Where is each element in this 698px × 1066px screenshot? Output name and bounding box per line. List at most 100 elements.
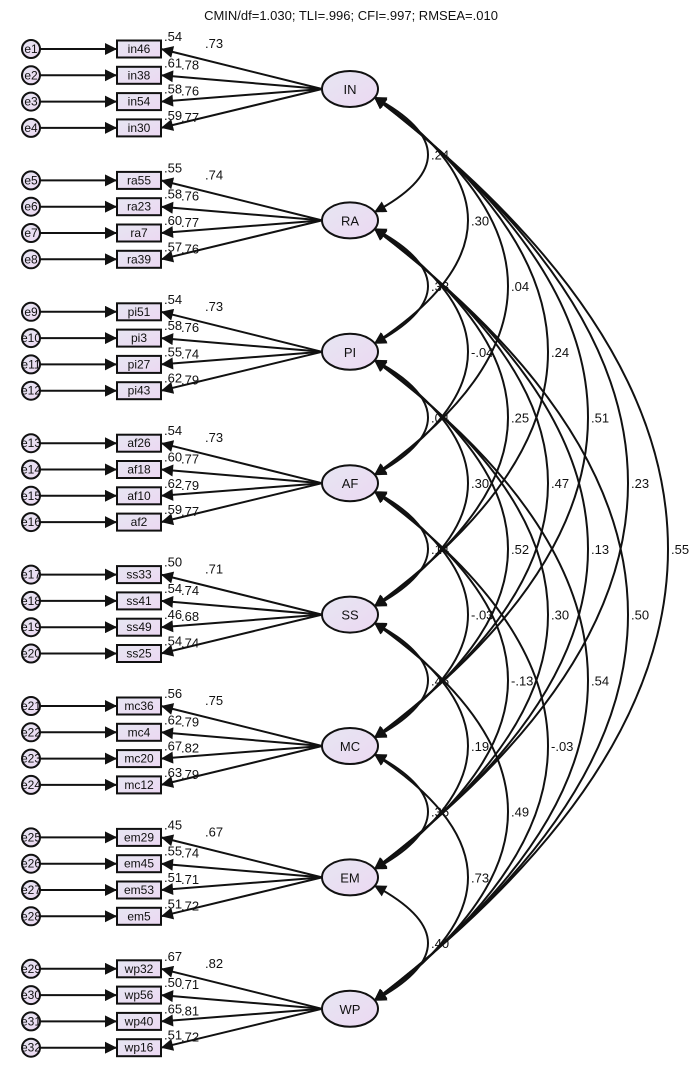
loading-path-em45 (160, 858, 323, 879)
error-term-e24[interactable]: e24 (21, 774, 41, 795)
observed-variable-in30[interactable]: in30 (116, 118, 162, 138)
error-term-e30[interactable]: e30 (21, 985, 41, 1006)
observed-variable-in46[interactable]: in46 (116, 39, 162, 59)
error-term-e10[interactable]: e10 (21, 328, 41, 349)
loading-label: .74 (181, 583, 199, 598)
loading-label: .75 (205, 693, 223, 708)
error-term-e28[interactable]: e28 (21, 906, 41, 927)
loading-label: .82 (205, 956, 223, 971)
latent-factor-pi[interactable]: PI (321, 332, 379, 371)
observed-variable-af26[interactable]: af26 (116, 433, 162, 453)
observed-variable-pi27[interactable]: pi27 (116, 354, 162, 374)
loading-path-em53 (160, 876, 323, 896)
error-term-e8[interactable]: e8 (21, 249, 41, 270)
latent-factor-af[interactable]: AF (321, 464, 379, 503)
observed-variable-mc4[interactable]: mc4 (116, 722, 162, 742)
error-term-e21[interactable]: e21 (21, 696, 41, 716)
observed-variable-ss49[interactable]: ss49 (116, 617, 162, 637)
error-term-e31[interactable]: e31 (21, 1011, 41, 1032)
loading-label: .74 (181, 846, 199, 861)
error-label: e18 (21, 594, 41, 608)
error-term-e20[interactable]: e20 (21, 643, 41, 664)
error-term-e25[interactable]: e25 (21, 827, 41, 848)
observed-variable-ra7[interactable]: ra7 (116, 223, 162, 243)
correlation-label: .49 (511, 805, 529, 820)
error-term-e13[interactable]: e13 (21, 433, 41, 454)
error-term-e23[interactable]: e23 (21, 748, 41, 769)
observed-variable-wp16[interactable]: wp16 (116, 1038, 162, 1058)
error-term-e22[interactable]: e22 (21, 722, 41, 743)
error-term-e1[interactable]: e1 (21, 39, 41, 59)
error-term-e18[interactable]: e18 (21, 590, 41, 611)
observed-variable-mc12[interactable]: mc12 (116, 775, 162, 795)
latent-factor-em[interactable]: EM (321, 858, 379, 897)
error-term-e16[interactable]: e16 (21, 512, 41, 533)
observed-variable-em45[interactable]: em45 (116, 854, 162, 874)
error-term-e17[interactable]: e17 (21, 564, 41, 585)
observed-variable-ra55[interactable]: ra55 (116, 170, 162, 190)
observed-variable-wp40[interactable]: wp40 (116, 1011, 162, 1031)
loading-layer (40, 43, 323, 1054)
observed-variable-pi43[interactable]: pi43 (116, 381, 162, 401)
observed-variable-em53[interactable]: em53 (116, 880, 162, 900)
error-circle (21, 196, 41, 217)
r-squared-label: .58 (164, 187, 182, 202)
error-term-e26[interactable]: e26 (21, 853, 41, 874)
error-term-e14[interactable]: e14 (21, 459, 41, 480)
error-term-e15[interactable]: e15 (21, 485, 41, 506)
latent-factor-wp[interactable]: WP (321, 989, 379, 1028)
error-term-e9[interactable]: e9 (21, 301, 41, 322)
error-term-e32[interactable]: e32 (21, 1037, 41, 1058)
observed-variable-pi51[interactable]: pi51 (116, 302, 162, 322)
error-term-e3[interactable]: e3 (21, 91, 41, 112)
error-term-e29[interactable]: e29 (21, 958, 41, 979)
observed-variable-label: af18 (127, 463, 151, 477)
error-term-e11[interactable]: e11 (21, 354, 41, 375)
latent-factor-mc[interactable]: MC (321, 727, 379, 765)
observed-variable-mc36[interactable]: mc36 (116, 696, 162, 716)
observed-variable-ra23[interactable]: ra23 (116, 197, 162, 217)
r-squared-label: .45 (164, 817, 182, 832)
observed-variable-box (116, 170, 162, 190)
error-term-e27[interactable]: e27 (21, 880, 41, 900)
observed-variable-ss41[interactable]: ss41 (116, 591, 162, 611)
correlation-layer (373, 96, 669, 1002)
observed-variable-in54[interactable]: in54 (116, 92, 162, 112)
error-term-e12[interactable]: e12 (21, 380, 41, 401)
observed-variable-mc20[interactable]: mc20 (116, 749, 162, 769)
loading-path-in46 (160, 46, 323, 90)
correlation-arc-ss-mc (373, 621, 429, 739)
observed-variable-wp56[interactable]: wp56 (116, 985, 162, 1005)
latent-factor-ellipse (321, 201, 379, 240)
observed-variable-pi3[interactable]: pi3 (116, 328, 162, 348)
r-squared-label: .62 (164, 476, 182, 491)
observed-variable-box (116, 328, 162, 348)
loading-label: .79 (181, 478, 199, 493)
observed-variable-af10[interactable]: af10 (116, 486, 162, 506)
observed-variable-af18[interactable]: af18 (116, 460, 162, 479)
error-term-e5[interactable]: e5 (21, 170, 41, 191)
error-term-e2[interactable]: e2 (21, 65, 41, 86)
observed-variable-af2[interactable]: af2 (116, 512, 162, 532)
error-term-e6[interactable]: e6 (21, 196, 41, 217)
observed-variable-label: em5 (127, 909, 151, 923)
observed-variable-em5[interactable]: em5 (116, 906, 162, 926)
observed-variable-label: in46 (128, 42, 151, 56)
loading-label: .71 (181, 872, 199, 887)
error-term-e19[interactable]: e19 (21, 617, 41, 638)
observed-variable-em29[interactable]: em29 (116, 827, 162, 847)
latent-factor-in[interactable]: IN (321, 70, 379, 108)
correlation-label: -.03 (551, 739, 573, 754)
observed-variable-box (116, 302, 162, 322)
error-term-e7[interactable]: e7 (21, 223, 41, 243)
error-term-e4[interactable]: e4 (21, 117, 41, 138)
latent-factor-ra[interactable]: RA (321, 201, 379, 240)
observed-variable-ss33[interactable]: ss33 (116, 565, 162, 585)
error-circle (21, 301, 41, 322)
observed-variable-in38[interactable]: in38 (116, 65, 162, 85)
latent-factor-ss[interactable]: SS (321, 595, 379, 634)
observed-variable-ss25[interactable]: ss25 (116, 644, 162, 663)
observed-variable-ra39[interactable]: ra39 (116, 249, 162, 269)
loading-path-ra39 (160, 219, 323, 263)
observed-variable-wp32[interactable]: wp32 (116, 959, 162, 979)
